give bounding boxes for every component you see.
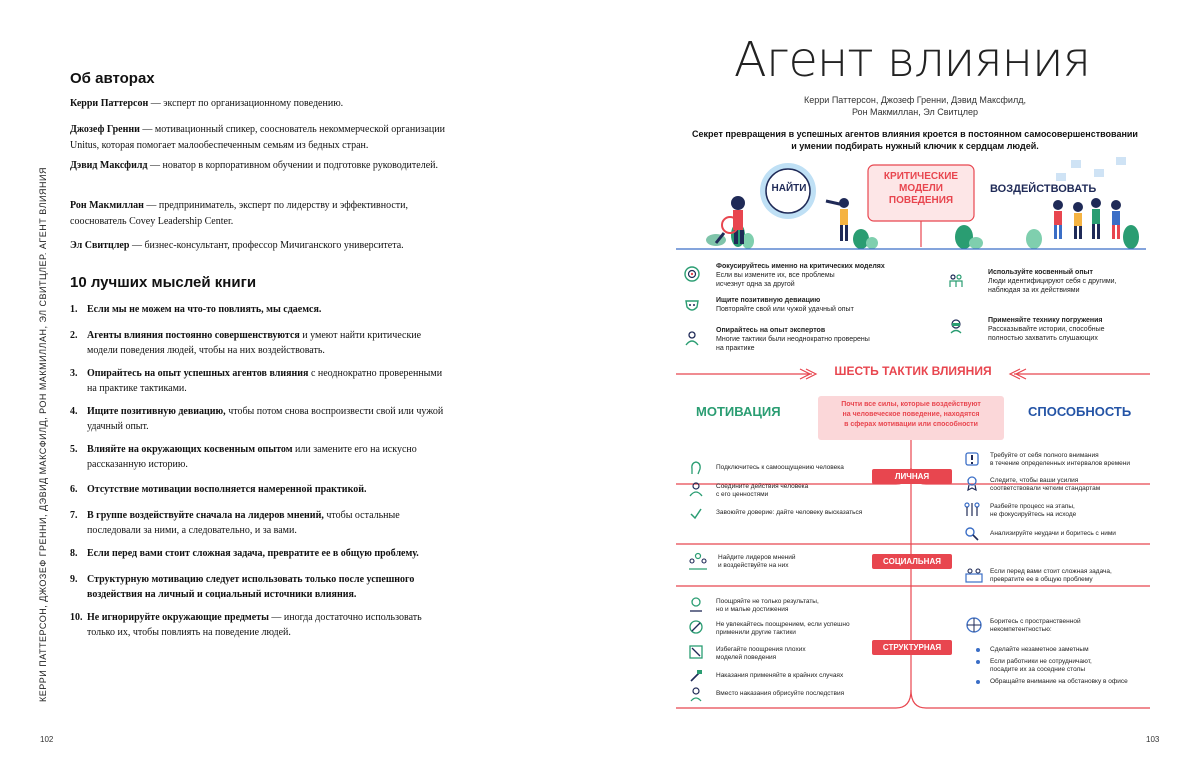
ability-heading: СПОСОБНОСТЬ [1028, 404, 1132, 419]
attention-icon [965, 452, 979, 466]
authors: Керри Паттерсон, Джозеф Гренни, Дэвид Ма… [804, 95, 1026, 117]
thought-6: 6.Отсутствие мотивации восполняется наме… [70, 484, 367, 495]
six-tactics-heading: ШЕСТЬ ТАКТИК ВЛИЯНИЯ [834, 364, 992, 378]
thoughts-heading: 10 лучших мыслей книги [70, 274, 257, 291]
thought-7: 7.В группе воздействуйте сначала на лиде… [70, 510, 400, 536]
head-icon [691, 461, 701, 475]
spine-title: КЕРРИ ПАТТЕРСОН, ДЖОЗЕФ ГРЕННИ, ДЭВИД МА… [38, 167, 48, 702]
standard-icon [967, 476, 977, 491]
thought-10: 10.Не игнорируйте окружающие предметы — … [70, 612, 422, 638]
team-icon [965, 568, 983, 583]
bullet-dot [976, 660, 980, 664]
thought-1: 1.Если мы не можем на что-то повлиять, м… [70, 304, 322, 315]
trust-icon [690, 508, 702, 520]
motivation-heading: МОТИВАЦИЯ [696, 404, 781, 419]
bullet-dot [976, 648, 980, 652]
about-heading: Об авторах [70, 70, 155, 87]
intro-text: Секрет превращения в успешных агентов вл… [692, 129, 1138, 151]
hero-illustration [676, 157, 1146, 250]
observe-icon [949, 274, 963, 287]
thought-3: 3.Опирайтесь на опыт успешных агентов вл… [70, 368, 443, 394]
vr-icon [950, 319, 962, 334]
bio-2: Джозеф Гренни — мотивационный спикер, со… [70, 124, 445, 151]
bio-4: Рон Макмиллан — предприниматель, эксперт… [70, 200, 408, 227]
consequence-icon [690, 687, 702, 702]
find-label: НАЙТИ [771, 183, 807, 194]
social-badge: СОЦИАЛЬНАЯ [872, 554, 952, 569]
target-icon [684, 266, 700, 282]
space-icon [966, 617, 982, 633]
bio-3: Дэвид Максфилд — новатор в корпоративном… [70, 160, 438, 171]
punish-icon [690, 670, 702, 682]
bio-1: Керри Паттерсон — эксперт по организацио… [70, 98, 344, 109]
bio-5: Эл Свитцлер — бизнес-консультант, профес… [70, 240, 404, 251]
bullet-dot [976, 680, 980, 684]
analyze-icon [965, 527, 979, 541]
thought-8: 8.Если перед вами стоит сложная задача, … [70, 548, 419, 559]
mask-icon [685, 300, 699, 311]
page-number-right: 103 [1146, 735, 1160, 744]
values-icon [689, 482, 703, 497]
structural-badge: СТРУКТУРНАЯ [872, 640, 952, 655]
leaders-icon [689, 552, 707, 570]
restraint-icon [689, 620, 703, 634]
avoid-icon [689, 645, 703, 659]
reward-icon [690, 597, 702, 612]
personal-badge: ЛИЧНАЯ [872, 469, 952, 484]
thought-5: 5.Влияйте на окружающих косвенным опытом… [70, 444, 417, 470]
thought-9: 9.Структурную мотивацию следует использо… [70, 574, 415, 600]
act-label: ВОЗДЕЙСТВОВАТЬ [990, 183, 1097, 195]
infographic-title: Агент влияния [733, 32, 1091, 88]
page-number-left: 102 [40, 735, 54, 744]
six-tactics-divider [676, 368, 1150, 380]
thought-4: 4.Ищите позитивную девиацию, чтобы потом… [70, 406, 444, 432]
expert-icon [685, 331, 699, 346]
thought-2: 2.Агенты влияния постоянно совершенствую… [70, 330, 422, 356]
steps-icon [964, 502, 980, 516]
